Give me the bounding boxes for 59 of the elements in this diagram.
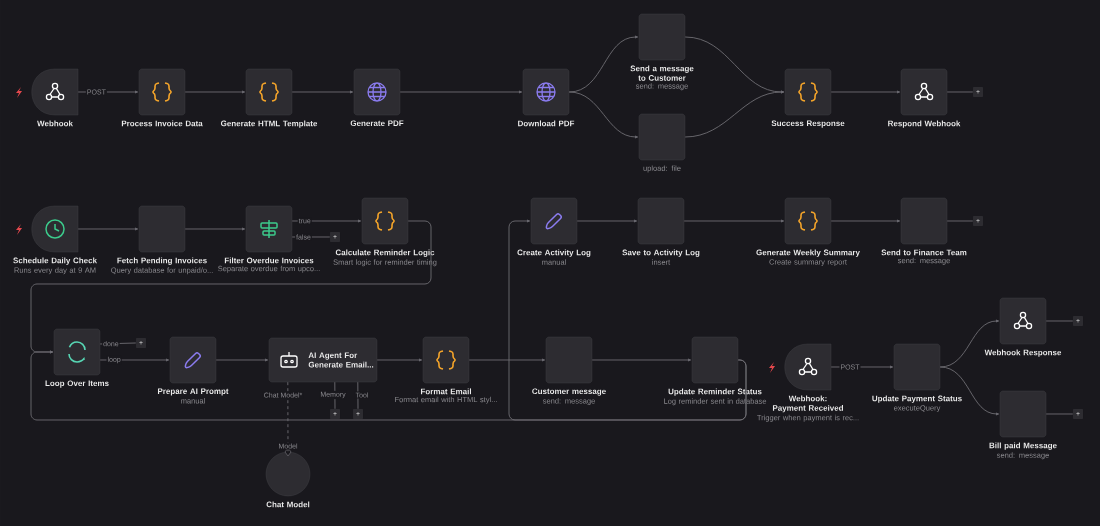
node-label: Webhook: [37, 120, 73, 127]
node-label: Respond Webhook: [888, 120, 961, 128]
connector-arrow: [939, 366, 1000, 416]
connector-arrow: [683, 219, 785, 223]
workflow-node: Generate HTML Template: [220, 68, 318, 128]
node-label: Loop Over Items: [45, 380, 109, 388]
node-label: Send to Finance Team: [881, 249, 967, 256]
node-label: Filter Overdue Invoices: [224, 257, 314, 264]
connector-arrow: [591, 358, 692, 362]
node-label: Schedule Daily Check: [13, 257, 98, 265]
node-label: Webhook Response: [984, 349, 1062, 357]
connector-arrow: [830, 219, 901, 223]
workflow-node: Webhook Response: [984, 297, 1062, 357]
node-label: Process Invoice Data: [121, 120, 203, 127]
connector-arrow: [291, 219, 362, 223]
node-label: Fetch Pending Invoices: [117, 257, 207, 265]
node-label: Bill paid Message: [989, 442, 1057, 450]
connector-arrow: [184, 227, 246, 231]
connector-arrow: [99, 358, 170, 362]
connector-arrow: [215, 358, 269, 362]
node-label: Create Activity Log: [517, 249, 591, 257]
node-label: Calculate Reminder Logic: [335, 249, 435, 257]
workflow-node: Download PDF: [518, 68, 575, 127]
node-label: Save to Activity Log: [622, 249, 700, 257]
connector-arrow: [291, 90, 354, 94]
node-label: Update Payment Status: [872, 395, 962, 403]
connector-arrow: [77, 90, 139, 94]
connector-arrow: [939, 319, 1000, 368]
connector-arrow: [830, 90, 901, 94]
node-label: Generate Weekly Summary: [756, 249, 860, 257]
connector-arrow: [684, 90, 785, 138]
connector-arrow: [468, 358, 546, 362]
node-label: Prepare AI Prompt: [157, 388, 229, 396]
node-label: Chat Model: [266, 501, 310, 508]
connector-arrow: [184, 90, 246, 94]
connector-arrow: [376, 358, 423, 362]
node-label: Success Response: [771, 120, 845, 128]
node-label: Download PDF: [518, 120, 575, 127]
node-label: Generate PDF: [350, 120, 404, 127]
node-label: Customer message: [532, 388, 606, 396]
agent-box: AI Agent For Generate Email...: [268, 337, 378, 383]
connector-arrow: [30, 220, 432, 354]
workflow-node: Generate PDF: [350, 68, 404, 127]
node-label: Send a message to Customer: [630, 65, 694, 81]
node-label: Webhook: Payment Received: [772, 395, 844, 413]
connector-arrow: [508, 219, 747, 421]
connector-arrow: [568, 91, 639, 139]
connector-arrow: [830, 365, 894, 369]
connector-arrow: [77, 227, 139, 231]
node-label: Format Email: [420, 388, 471, 395]
connector-arrow: [576, 219, 638, 223]
connector-arrow: [399, 90, 523, 94]
trigger-node: Webhook: [31, 68, 79, 127]
workflow-node: Success Response: [771, 68, 845, 128]
connector-arrow: [568, 35, 639, 93]
workflow-node: Respond Webhook: [888, 68, 961, 128]
node-label: Generate HTML Template: [220, 120, 318, 128]
workflow-node: Process Invoice Data: [121, 68, 203, 127]
node-label: Update Reminder Status: [668, 388, 762, 396]
